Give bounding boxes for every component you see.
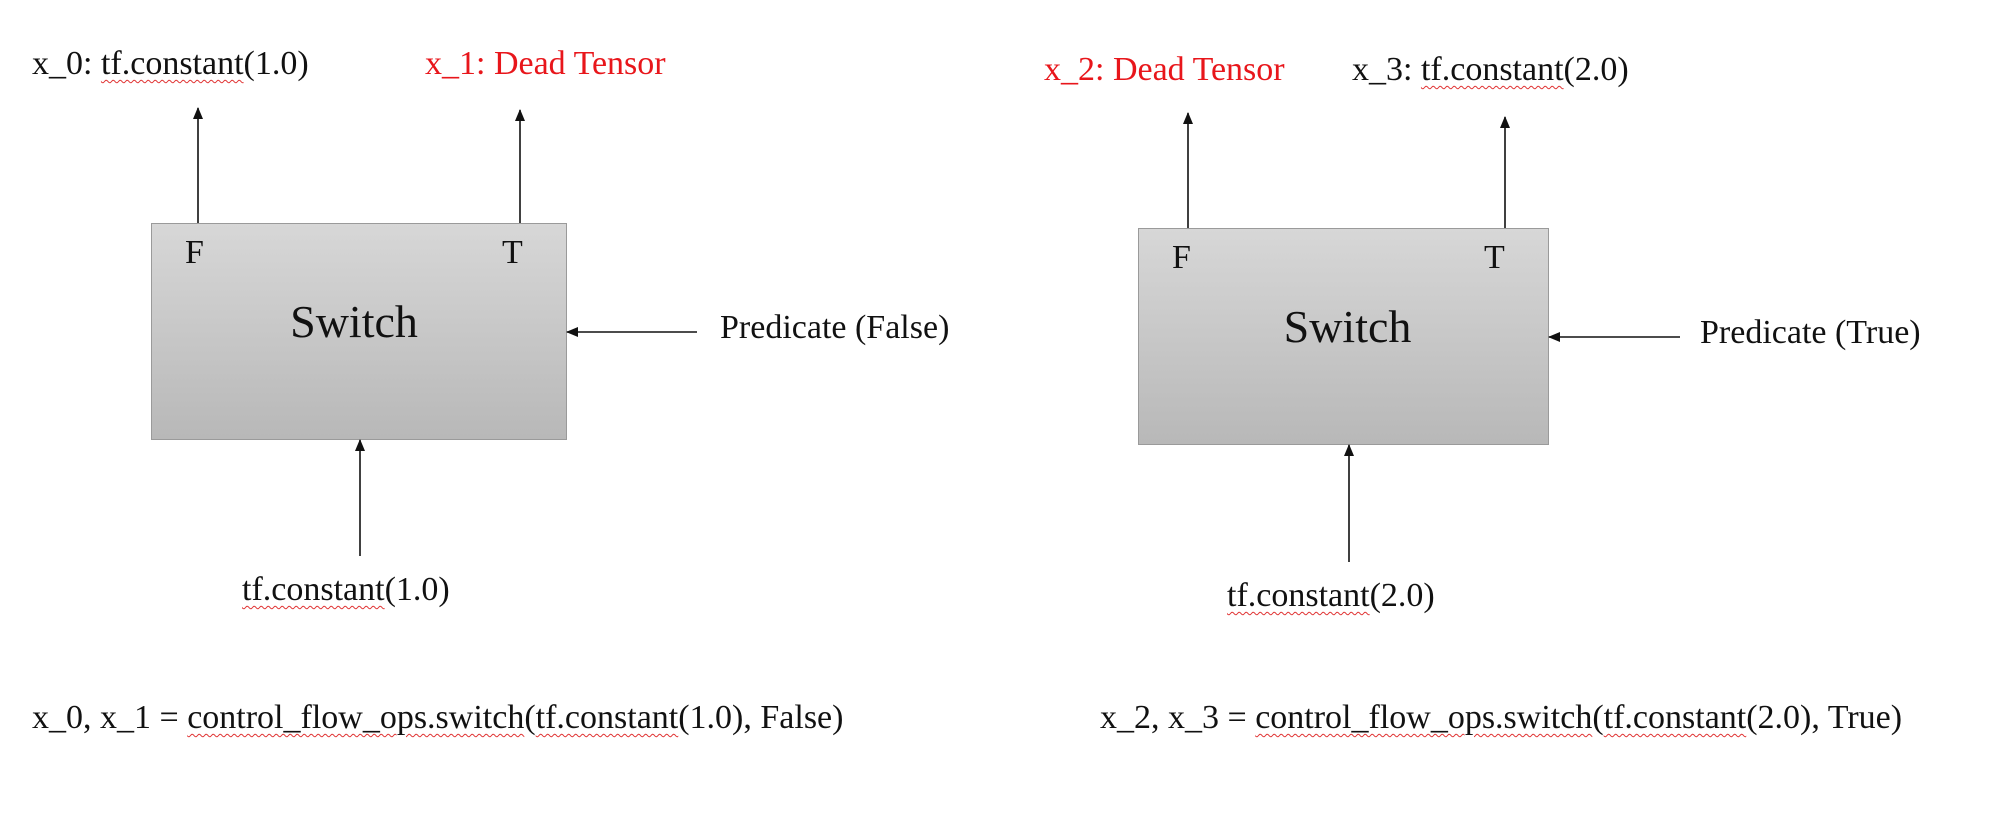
output-true-label: x_3: tf.constant(2.0)	[1352, 51, 1629, 88]
input-label: tf.constant(2.0)	[1227, 577, 1435, 614]
port-false-label: F	[1172, 239, 1191, 276]
code-line: x_0, x_1 = control_flow_ops.switch(tf.co…	[32, 699, 844, 736]
output-false-dead-tensor-label: x_2: Dead Tensor	[1044, 51, 1285, 88]
output-false-label: x_0: tf.constant(1.0)	[32, 45, 309, 82]
switch-title: Switch	[1283, 301, 1412, 352]
port-false-label: F	[185, 234, 204, 271]
switch-node: F T Switch	[151, 223, 567, 440]
output-true-dead-tensor-label: x_1: Dead Tensor	[425, 45, 666, 82]
predicate-label: Predicate (False)	[720, 309, 950, 346]
switch-title: Switch	[290, 296, 418, 347]
code-line: x_2, x_3 = control_flow_ops.switch(tf.co…	[1100, 699, 1903, 736]
port-true-label: T	[1484, 239, 1505, 276]
input-label: tf.constant(1.0)	[242, 571, 450, 608]
port-true-label: T	[502, 234, 523, 271]
predicate-label: Predicate (True)	[1700, 314, 1921, 351]
